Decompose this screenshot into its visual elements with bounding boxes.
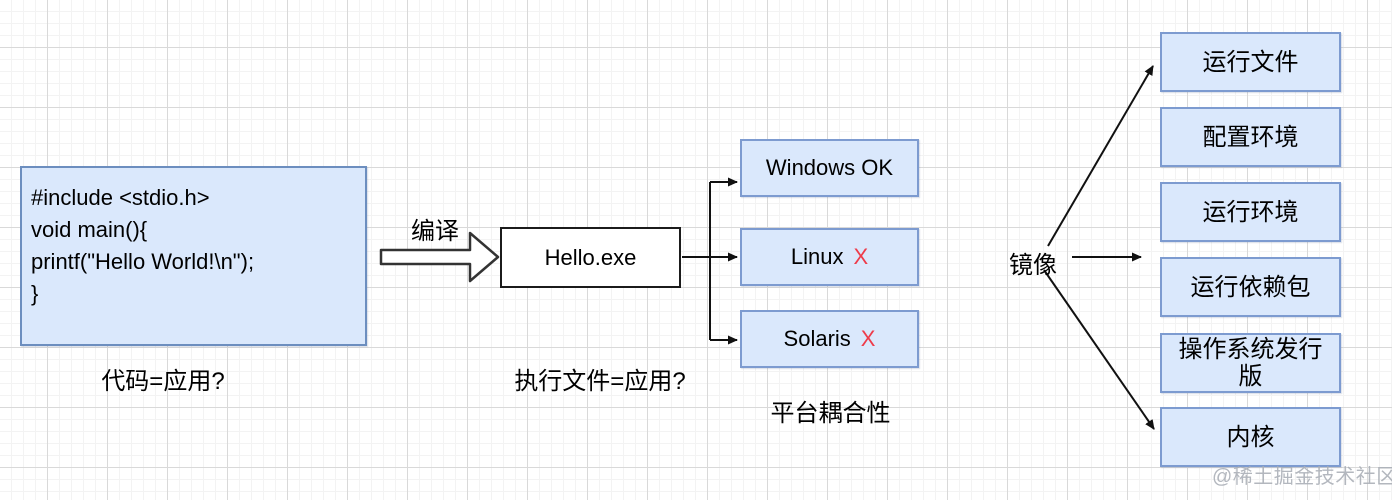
platform-solaris-label: Solaris bbox=[783, 326, 851, 351]
image-box-runfile: 运行文件 bbox=[1160, 32, 1341, 92]
image-box-runfile-label: 运行文件 bbox=[1202, 48, 1299, 76]
image-box-config-env-label: 配置环境 bbox=[1202, 123, 1299, 151]
connector-mirror-down bbox=[1043, 269, 1155, 430]
code-line-2: void main(){ bbox=[31, 217, 148, 242]
code-caption: 代码=应用? bbox=[101, 368, 225, 395]
image-box-os-distro: 操作系统发行版 bbox=[1160, 333, 1341, 393]
code-line-4: } bbox=[31, 281, 39, 306]
image-box-runtime-env: 运行环境 bbox=[1160, 182, 1341, 242]
mirror-label: 镜像 bbox=[1009, 252, 1057, 279]
connector-exe-trunk bbox=[682, 182, 711, 340]
image-box-dependencies: 运行依赖包 bbox=[1160, 257, 1341, 317]
connector-mirror-up bbox=[1047, 65, 1154, 247]
platform-box-solaris: Solaris X bbox=[740, 310, 919, 368]
exe-caption: 执行文件=应用? bbox=[514, 368, 686, 395]
code-line-3: printf("Hello World!\n"); bbox=[31, 249, 255, 274]
platform-caption: 平台耦合性 bbox=[770, 400, 891, 427]
exe-box: Hello.exe bbox=[500, 227, 681, 288]
platform-linux-mark: X bbox=[853, 244, 869, 269]
compile-label: 编译 bbox=[411, 218, 459, 245]
image-box-runtime-env-label: 运行环境 bbox=[1202, 198, 1299, 226]
exe-box-label: Hello.exe bbox=[544, 244, 637, 270]
code-line-1: #include <stdio.h> bbox=[31, 185, 210, 210]
source-code-box: #include <stdio.h> void main(){ printf("… bbox=[20, 166, 367, 346]
platform-solaris-mark: X bbox=[860, 326, 876, 351]
image-box-kernel: 内核 bbox=[1160, 407, 1341, 467]
platform-box-linux: Linux X bbox=[740, 228, 919, 286]
image-box-os-distro-label: 操作系统发行版 bbox=[1178, 336, 1323, 390]
platform-box-windows: Windows OK bbox=[740, 139, 919, 197]
watermark: @稀土掘金技术社区 bbox=[1212, 466, 1392, 488]
image-box-dependencies-label: 运行依赖包 bbox=[1190, 273, 1311, 301]
image-box-config-env: 配置环境 bbox=[1160, 107, 1341, 167]
platform-windows-label: Windows OK bbox=[765, 155, 894, 180]
platform-linux-label: Linux bbox=[790, 244, 844, 269]
image-box-kernel-label: 内核 bbox=[1226, 423, 1275, 451]
